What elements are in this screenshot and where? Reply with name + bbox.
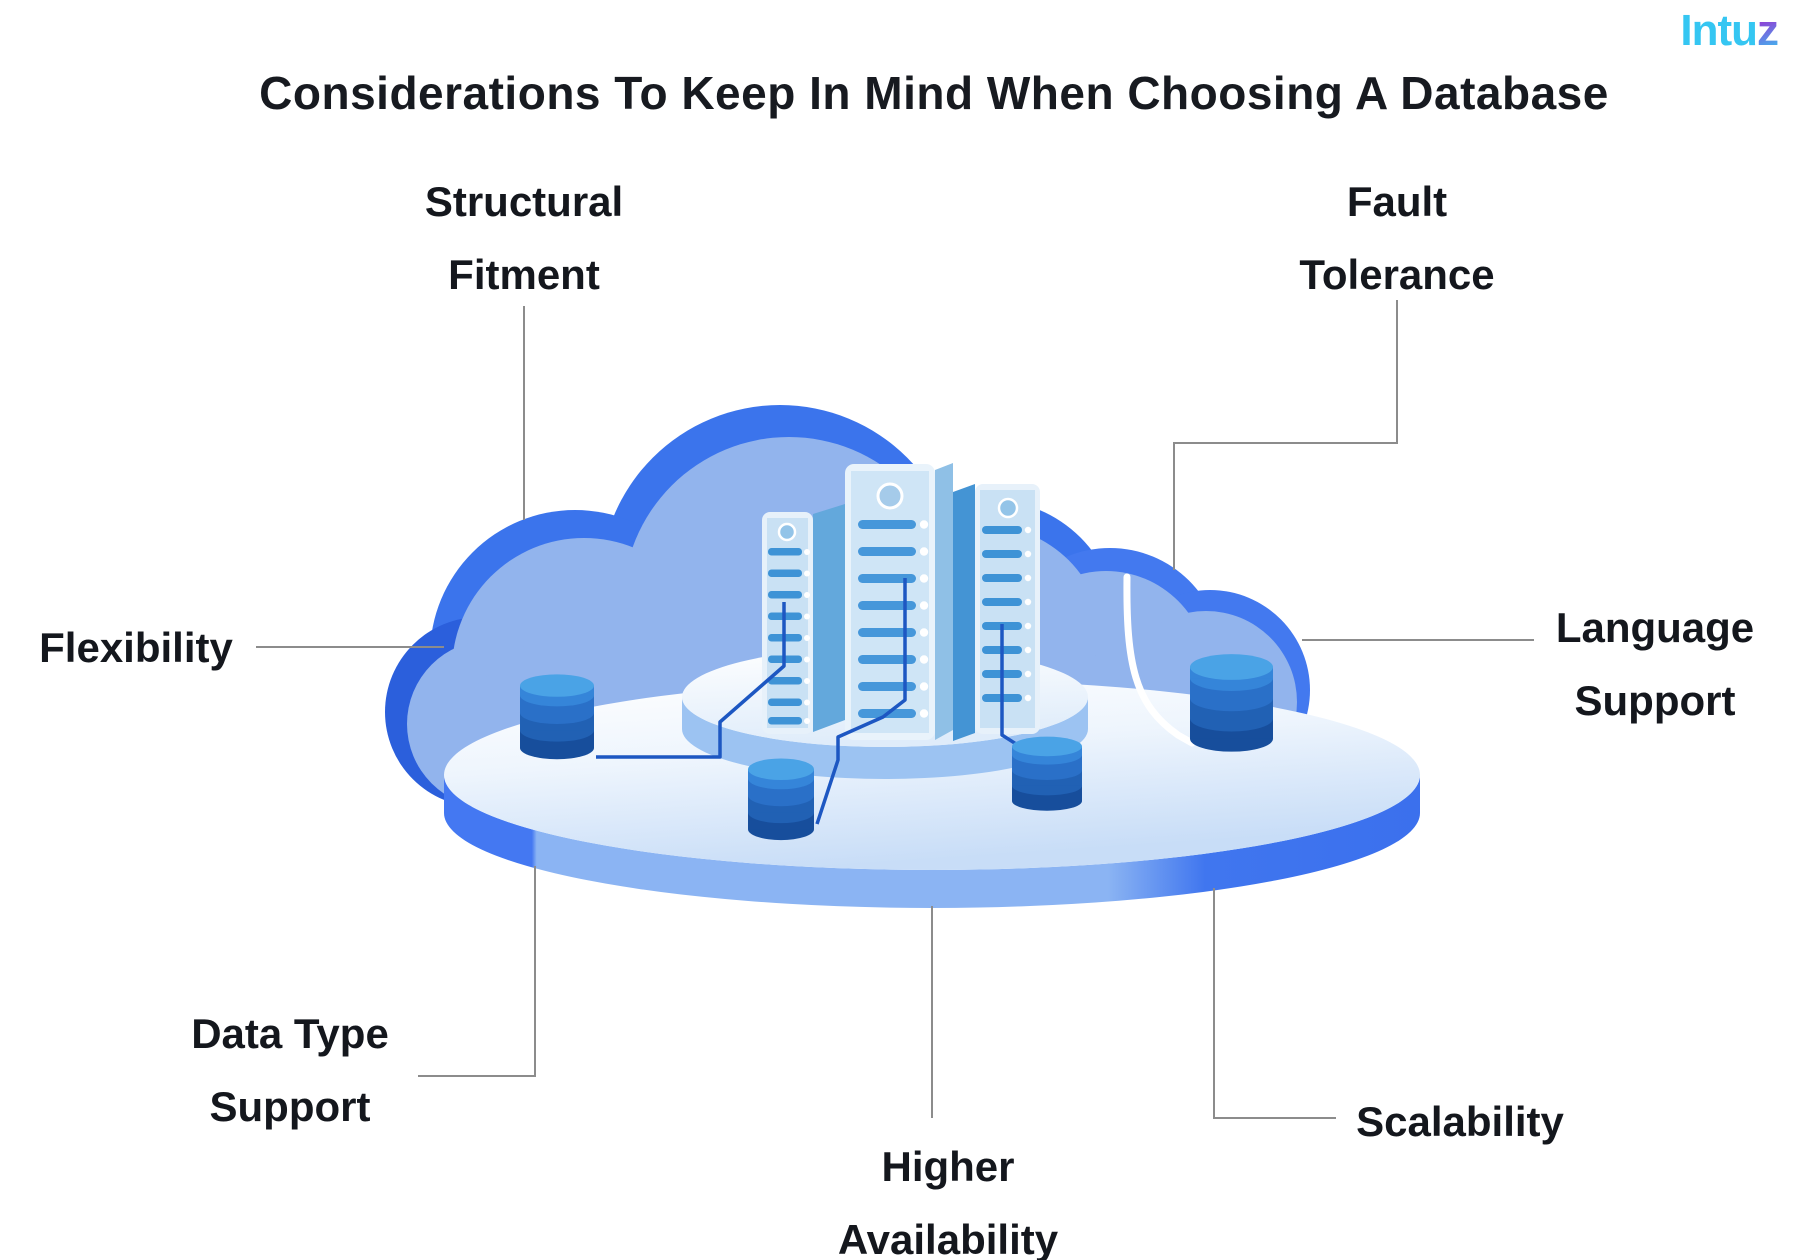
brand-logo-accent: z bbox=[1757, 6, 1779, 55]
page-title: Considerations To Keep In Mind When Choo… bbox=[259, 67, 1609, 119]
label-data-type-support: Data Type Support bbox=[191, 1010, 389, 1130]
connector-fault-tolerance bbox=[1173, 300, 1398, 570]
server-tower-icon bbox=[845, 463, 953, 740]
label-language-support: Language Support bbox=[1555, 604, 1755, 724]
label-structural-fitment: Structural Fitment bbox=[424, 178, 624, 298]
brand-logo-main: Intu bbox=[1680, 6, 1758, 55]
label-flexibility: Flexibility bbox=[39, 624, 233, 671]
label-higher-availability: Higher Availability bbox=[837, 1143, 1059, 1260]
brand-logo: Intuz bbox=[1680, 6, 1779, 56]
server-tower-icon bbox=[762, 504, 845, 734]
label-fault-tolerance: Fault Tolerance bbox=[1299, 178, 1495, 298]
connector-scalability bbox=[1213, 888, 1336, 1119]
database-cylinder-icon bbox=[1190, 654, 1273, 752]
database-cylinder-icon bbox=[748, 758, 814, 841]
server-tower-icon bbox=[953, 484, 1040, 741]
white-cable bbox=[1123, 573, 1196, 747]
connector-data-type-support bbox=[418, 866, 536, 1077]
database-cylinder-icon bbox=[1012, 736, 1082, 811]
database-cylinder-icon bbox=[520, 674, 594, 760]
label-scalability: Scalability bbox=[1356, 1098, 1564, 1145]
label-connector-lines bbox=[256, 300, 1534, 1119]
